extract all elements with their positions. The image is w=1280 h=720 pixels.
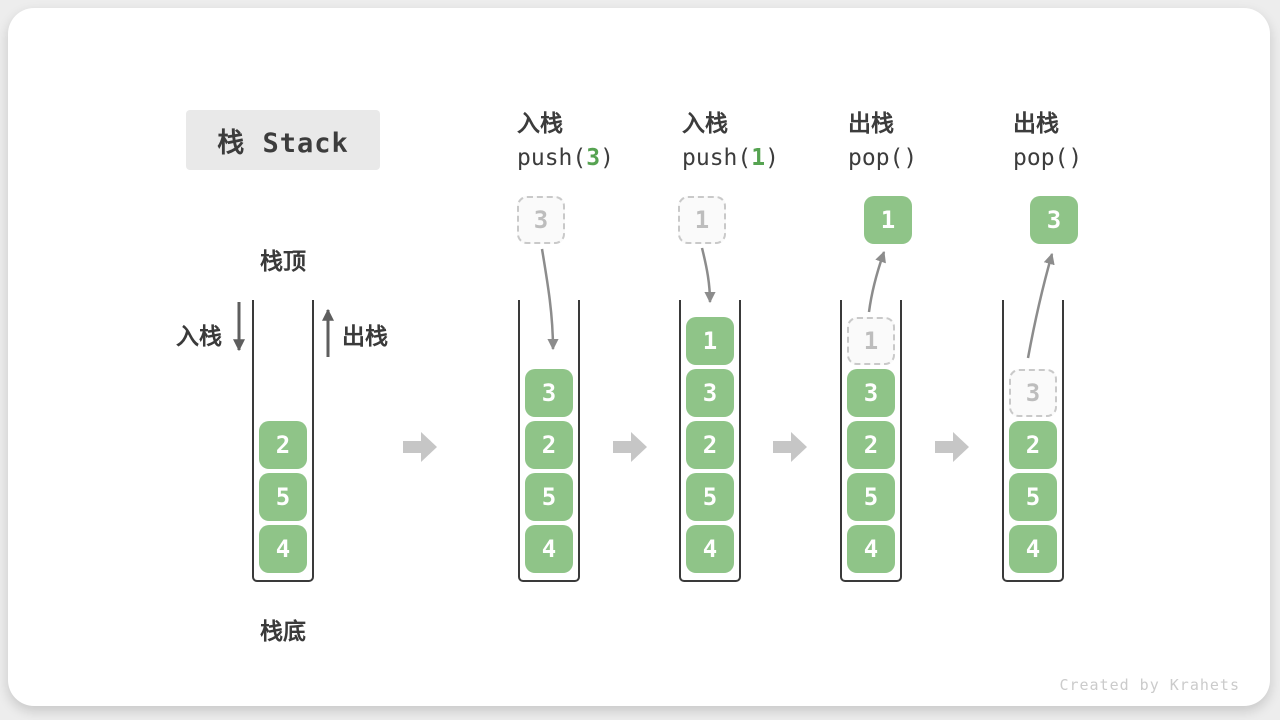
float-cell-solid: 1 [864, 196, 912, 244]
stack-bottom-label: 栈底 [260, 619, 306, 645]
push-direction-label: 入栈 [176, 324, 222, 350]
op-name: 出栈 [848, 111, 894, 137]
ghost-cell: 1 [847, 317, 895, 365]
op-name: 入栈 [517, 111, 563, 137]
op-code: pop() [848, 141, 1018, 175]
op-code: push(1) [682, 141, 852, 175]
stack-cell: 4 [525, 525, 573, 573]
stack-cell: 4 [259, 525, 307, 573]
code-pre: push( [682, 145, 752, 171]
stack-cell: 2 [259, 421, 307, 469]
stack-cell: 4 [686, 525, 734, 573]
code-arg: 3 [586, 145, 601, 171]
float-cell-dashed: 1 [678, 196, 726, 244]
watermark: Created by Krahets [1059, 676, 1240, 694]
stack-cell: 3 [686, 369, 734, 417]
op-label-pop-3: 出栈 pop() [1013, 107, 1183, 175]
stack-cell: 2 [525, 421, 573, 469]
code-post: ) [600, 145, 614, 171]
title-label: 栈 Stack [217, 127, 349, 159]
float-cell-solid: 3 [1030, 196, 1078, 244]
code-post: ) [903, 145, 918, 171]
stack-cell: 2 [1009, 421, 1057, 469]
stack-cell: 3 [847, 369, 895, 417]
op-label-push-1: 入栈 push(1) [682, 107, 852, 175]
stack-cell: 4 [847, 525, 895, 573]
code-post: ) [1068, 145, 1083, 171]
op-label-pop-1: 出栈 pop() [848, 107, 1018, 175]
op-code: pop() [1013, 141, 1183, 175]
stack-top-label: 栈顶 [260, 249, 306, 275]
stack-cell: 2 [686, 421, 734, 469]
stack-cell: 3 [525, 369, 573, 417]
pop-direction-label: 出栈 [342, 324, 388, 350]
stack-cell: 5 [686, 473, 734, 521]
stack-container-3 [679, 300, 741, 582]
stack-cell: 5 [259, 473, 307, 521]
op-name: 出栈 [1013, 111, 1059, 137]
op-code: push(3) [517, 141, 687, 175]
stack-cell: 1 [686, 317, 734, 365]
stack-container-2 [518, 300, 580, 582]
stack-container-4 [840, 300, 902, 582]
title-box: 栈 Stack [186, 110, 380, 170]
op-label-push-3: 入栈 push(3) [517, 107, 687, 175]
code-post: ) [765, 145, 779, 171]
stack-cell: 5 [847, 473, 895, 521]
code-arg: 1 [751, 145, 766, 171]
stack-cell: 5 [1009, 473, 1057, 521]
code-pre: pop( [1013, 145, 1069, 171]
ghost-cell: 3 [1009, 369, 1057, 417]
stack-container-5 [1002, 300, 1064, 582]
stack-container-1 [252, 300, 314, 582]
stack-cell: 5 [525, 473, 573, 521]
float-cell-dashed: 3 [517, 196, 565, 244]
stack-cell: 4 [1009, 525, 1057, 573]
stack-cell: 2 [847, 421, 895, 469]
op-name: 入栈 [682, 111, 728, 137]
code-pre: pop( [848, 145, 904, 171]
code-pre: push( [517, 145, 587, 171]
